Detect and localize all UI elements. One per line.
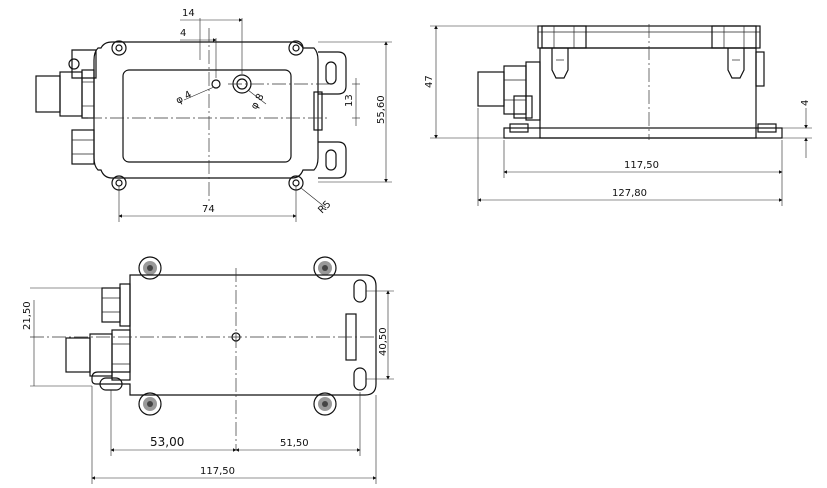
side-base-plate [503, 127, 783, 139]
dim-label-phi8: φ 8 [249, 92, 267, 111]
dim-label-4050: 40,50 [378, 327, 389, 356]
side-body [539, 47, 757, 139]
dim-label-4: 4 [180, 28, 186, 39]
bottom-cable-gland [65, 283, 131, 381]
dim-label-r5: R5 [316, 199, 333, 216]
bottom-view: 21,50 40,50 53,00 51,50 117,50 [22, 256, 394, 484]
bottom-corner-feet [138, 256, 337, 416]
dim-label-13: 13 [344, 94, 355, 107]
top-corner-bosses [111, 40, 304, 191]
side-cable-gland [477, 61, 541, 121]
top-lid [122, 69, 292, 163]
dim-label-5300: 53,00 [150, 435, 184, 449]
dim-label-74: 74 [202, 204, 215, 215]
dim-label-side-4: 4 [800, 100, 811, 106]
dim-label-bottom-11750: 117,50 [200, 466, 235, 477]
dim-label-2150: 21,50 [22, 301, 33, 330]
dim-label-phi4: φ 4 [174, 89, 193, 106]
dim-label-12780: 127,80 [612, 188, 647, 199]
side-view: 47 4 117,50 127,80 [424, 24, 812, 206]
dim-label-47: 47 [424, 75, 435, 88]
bottom-mounting-slots [345, 279, 367, 391]
dim-label-side-11750: 117,50 [624, 160, 659, 171]
dim-label-14: 14 [182, 8, 195, 19]
top-hole-small [211, 79, 221, 89]
top-view: 14 4 φ 4 φ 8 13 55,60 74 R5 [35, 8, 392, 222]
top-housing-outline [93, 41, 319, 179]
dim-label-5150: 51,50 [280, 438, 309, 449]
bottom-housing-outline [91, 274, 377, 396]
top-mounting-tabs [313, 51, 347, 179]
dim-label-5560: 55,60 [376, 95, 387, 124]
side-clips [551, 48, 745, 79]
top-cable-gland [35, 49, 97, 165]
